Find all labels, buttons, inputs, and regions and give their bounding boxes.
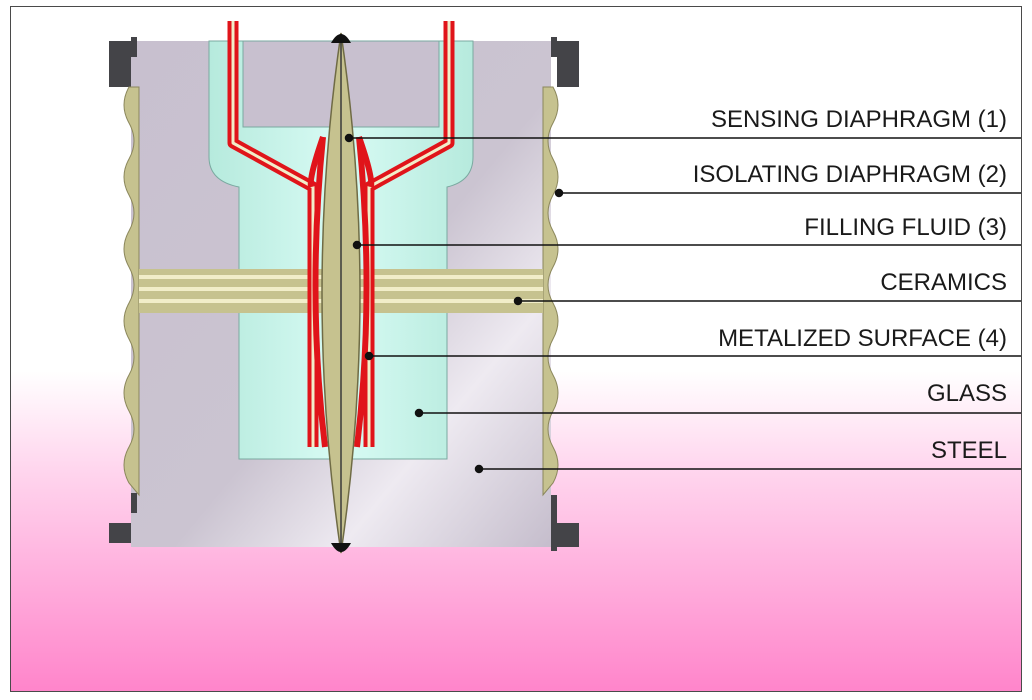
- isolating-diaphragm-right: [542, 86, 559, 497]
- label-filling-fluid: FILLING FLUID (3): [804, 214, 1007, 241]
- diagram-frame: SENSING DIAPHRAGM (1) ISOLATING DIAPHRAG…: [10, 6, 1022, 692]
- label-metalized-surface: METALIZED SURFACE (4): [718, 325, 1007, 352]
- label-sensing-diaphragm: SENSING DIAPHRAGM (1): [711, 106, 1007, 133]
- label-isolating-diaphragm: ISOLATING DIAPHRAGM (2): [693, 161, 1007, 188]
- sensing-diaphragm-tip-bottom: [331, 543, 351, 552]
- metalized-surface-right: [354, 136, 370, 448]
- label-ceramics: CERAMICS: [880, 269, 1007, 296]
- isolating-diaphragm-left: [123, 86, 140, 497]
- metalized-surface-left: [312, 136, 328, 448]
- sensing-diaphragm-tip-top: [331, 34, 351, 43]
- pressure-sensor-diagram: SENSING DIAPHRAGM (1) ISOLATING DIAPHRAG…: [11, 7, 1021, 691]
- gaskets: [109, 37, 579, 551]
- label-steel: STEEL: [931, 437, 1007, 464]
- label-glass: GLASS: [927, 380, 1007, 407]
- leader-lines: [344, 133, 1021, 474]
